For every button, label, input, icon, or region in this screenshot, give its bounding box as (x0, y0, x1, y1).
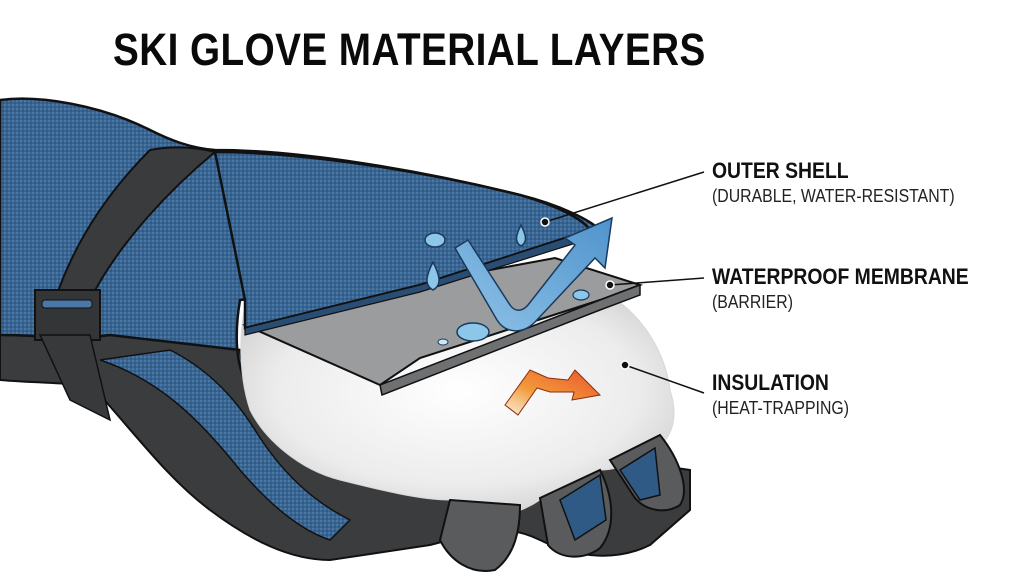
membrane-subtitle: (BARRIER) (712, 292, 793, 312)
label-insulation: INSULATION (HEAT-TRAPPING) (712, 370, 849, 420)
membrane-heading: WATERPROOF MEMBRANE (712, 264, 969, 289)
diagram-title: SKI GLOVE MATERIAL LAYERS (113, 24, 706, 75)
heat-arrow (504, 369, 602, 416)
wrist-strap (53, 146, 218, 301)
leader-lines (540, 171, 705, 394)
water-drops (424, 223, 590, 346)
outer-shell-subtitle: (DURABLE, WATER-RESISTANT) (712, 186, 955, 206)
finger-tip-1 (438, 498, 522, 572)
moisture-vapor-arrow (453, 216, 613, 332)
outer-shell-heading: OUTER SHELL (712, 158, 849, 183)
insulation-subtitle: (HEAT-TRAPPING) (712, 398, 849, 418)
label-outer-shell: OUTER SHELL (DURABLE, WATER-RESISTANT) (712, 158, 955, 208)
label-waterproof-membrane: WATERPROOF MEMBRANE (BARRIER) (712, 264, 969, 314)
insulation-heading: INSULATION (712, 370, 829, 395)
